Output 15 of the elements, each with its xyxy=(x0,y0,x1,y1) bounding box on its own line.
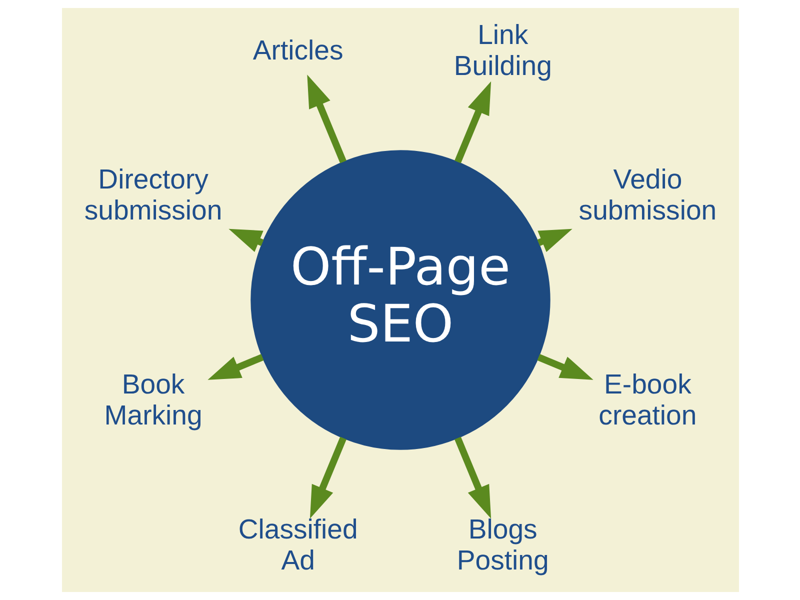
node-text: Link Building xyxy=(453,18,552,81)
node-text: Directory submission xyxy=(84,164,222,226)
node-text: Vedio submission xyxy=(578,164,716,226)
node-text: Articles xyxy=(252,34,343,66)
arrow xyxy=(454,81,491,164)
node-circle: Off-Page SEO xyxy=(250,150,550,450)
arrow xyxy=(536,354,593,380)
arrow xyxy=(454,436,491,519)
arrow xyxy=(207,354,264,380)
node-text: Blogs Posting xyxy=(456,513,548,576)
node-text: E-book creation xyxy=(598,368,696,430)
node-text: Classified Ad xyxy=(238,513,358,576)
arrow xyxy=(309,436,346,519)
arrow xyxy=(306,74,346,164)
node-text: Book Marking xyxy=(104,368,202,430)
